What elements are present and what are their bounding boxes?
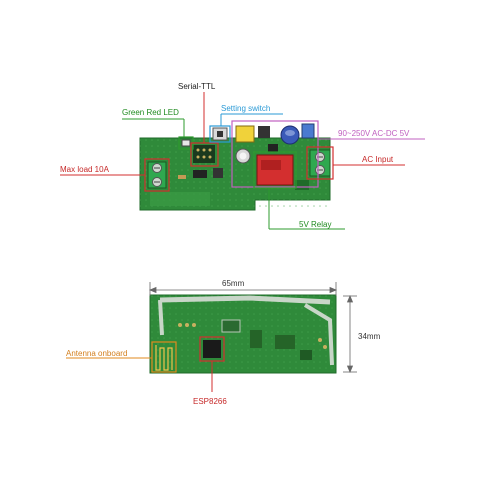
relay: [256, 154, 294, 186]
serial-ttl-label: Serial-TTL: [178, 82, 216, 91]
max-load-label: Max load 10A: [60, 165, 109, 174]
width-dimension: [148, 282, 338, 296]
power-module: [235, 123, 315, 164]
power-box: [231, 120, 319, 188]
height-dimension: [343, 294, 357, 374]
serial-ttl-header: [193, 145, 215, 163]
setting-switch-label: Setting switch: [221, 104, 271, 113]
esp8266-chip: [203, 340, 221, 358]
green-red-led-label: Green Red LED: [122, 108, 179, 117]
bottom-board: [149, 294, 337, 374]
antenna-box: [151, 341, 177, 373]
esp8266-label: ESP8266: [193, 397, 227, 406]
height-label: 34mm: [358, 332, 381, 341]
ac-box: [306, 146, 334, 180]
width-label: 65mm: [222, 279, 245, 288]
ac-terminal: [309, 149, 331, 177]
antenna-label: Antenna onboard: [66, 349, 128, 358]
switch-box: [209, 125, 231, 143]
load-terminal: [147, 161, 167, 189]
relay-box: [253, 151, 297, 189]
top-highlights: [144, 120, 334, 192]
voltage-label: 90~250V AC-DC 5V: [338, 129, 410, 138]
top-board: [139, 123, 331, 211]
ac-input-label: AC Input: [362, 155, 394, 164]
bottom-callouts: [66, 357, 213, 392]
relay-label: 5V Relay: [299, 220, 332, 229]
top-callouts: [60, 92, 425, 230]
antenna-trace: [155, 345, 173, 371]
led: [181, 139, 191, 147]
